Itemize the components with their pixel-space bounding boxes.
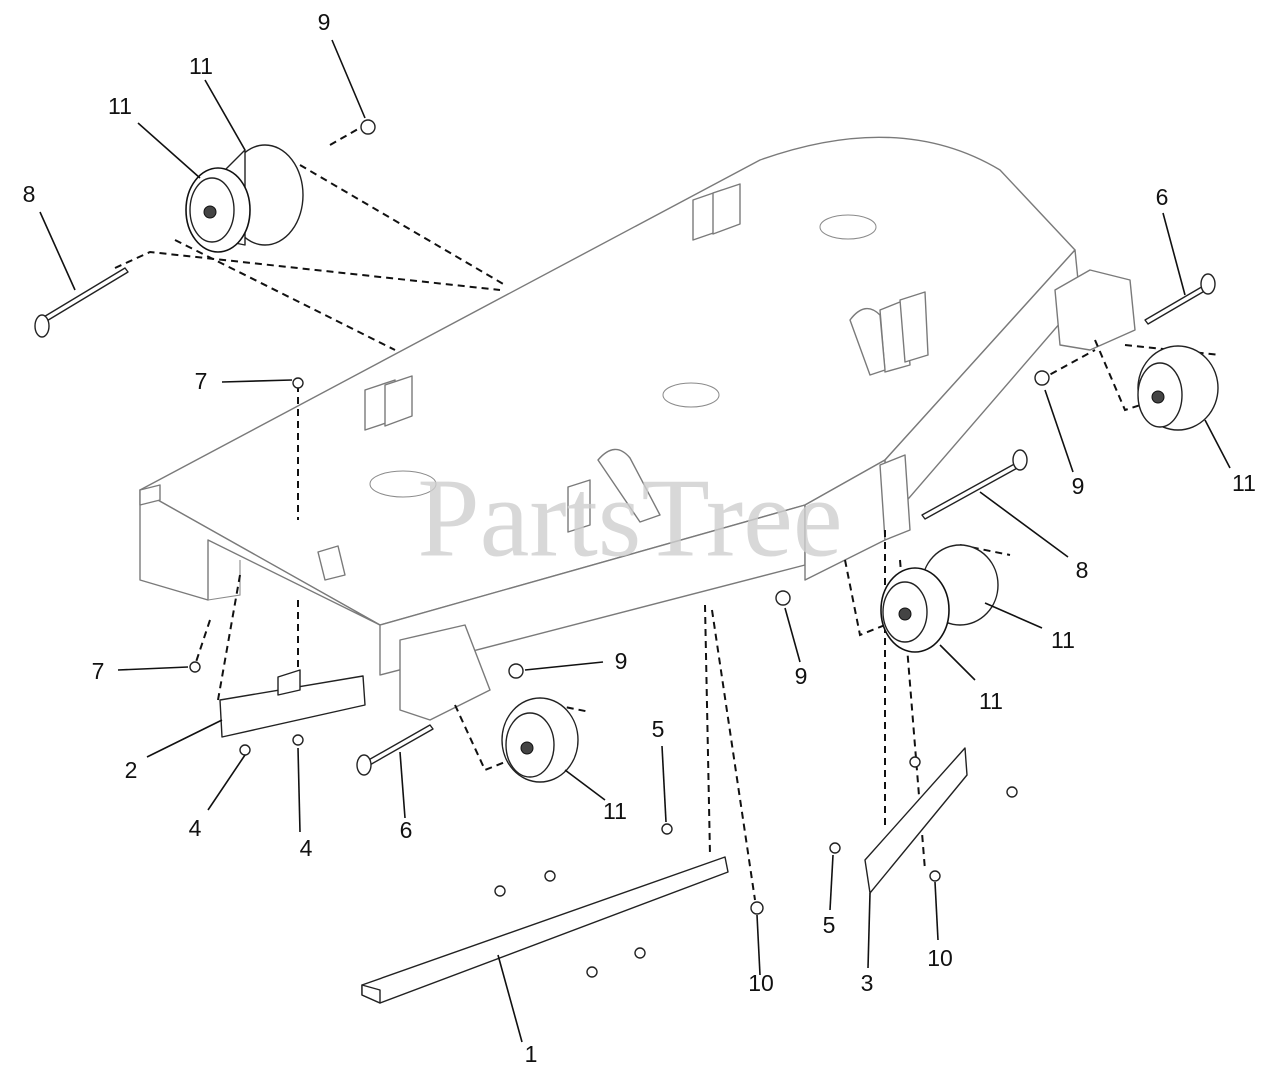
callout-1: 1 [525,1041,538,1067]
callout-8: 8 [23,181,36,207]
anti-scalp-wheel-lower [501,697,579,783]
callout-6: 6 [400,817,413,843]
baffle-part-3 [864,747,968,894]
callout-4: 4 [189,815,202,841]
axle-bolt-right-top [1144,273,1216,325]
anti-scalp-wheel-mid-front [880,567,950,653]
callout-10: 10 [927,945,953,971]
callout-2: 2 [125,757,138,783]
callout-11: 11 [1051,627,1075,653]
guard-part-2 [219,669,366,738]
callout-9: 9 [615,648,628,674]
callout-8: 8 [1076,557,1089,583]
callout-5: 5 [823,912,836,938]
axle-bolt-right-mid [921,449,1028,520]
callout-11: 11 [603,798,627,824]
callout-11: 11 [979,688,1003,714]
callout-labels: 9 11 11 8 7 6 9 11 8 11 9 11 7 9 2 4 4 6… [23,9,1256,1067]
callout-6: 6 [1156,184,1169,210]
alignment-lines [114,124,1221,901]
callout-11: 11 [108,93,132,119]
callout-10: 10 [748,970,774,996]
watermark-text: PartsTree [417,457,842,581]
leader-lines [39,39,1231,1043]
callout-11: 11 [189,53,213,79]
mower-deck [139,136,1136,721]
baffle-part-1 [361,856,729,1004]
callout-9: 9 [1072,473,1085,499]
axle-bolt-lower-left [356,724,434,776]
anti-scalp-wheel-right [1137,345,1219,431]
callout-3: 3 [861,970,874,996]
axle-bolt-top-left [34,267,129,338]
callout-4: 4 [300,835,313,861]
callout-7: 7 [195,368,208,394]
callout-7: 7 [92,658,105,684]
callout-9: 9 [795,663,808,689]
callout-11: 11 [1232,470,1256,496]
callout-5: 5 [652,716,665,742]
anti-scalp-wheel-top-left-front [185,167,251,253]
callout-9: 9 [318,9,331,35]
nut-hardware [189,119,1050,978]
